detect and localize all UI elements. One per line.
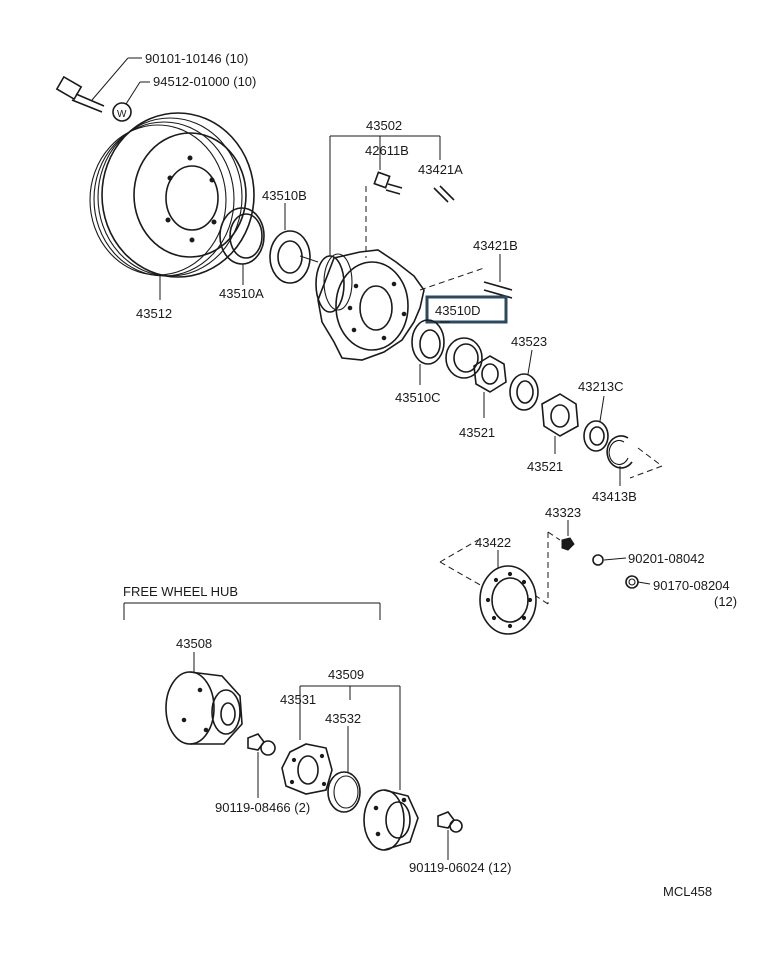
bearing-43510c — [411, 319, 450, 385]
bolt-42611b — [365, 171, 403, 258]
washer-43213c — [583, 395, 609, 452]
highlight-box-43510d — [425, 295, 508, 324]
label-90119-06024: 90119-06024 (12) — [409, 860, 511, 875]
label-43421b: 43421B — [473, 238, 518, 253]
nut-43521-inner — [473, 355, 507, 418]
label-90170-qty: (12) — [714, 594, 737, 609]
label-43510b: 43510B — [262, 188, 307, 203]
axle-hub-body — [315, 249, 425, 361]
label-43510a: 43510A — [219, 286, 264, 301]
label-43509: 43509 — [328, 667, 364, 682]
label-90170-08204: 90170-08204 — [653, 578, 730, 593]
leader-43510b-hub — [299, 255, 319, 263]
label-90201-08042: 90201-08042 — [628, 551, 705, 566]
stud-43421b — [419, 254, 513, 299]
label-43510c: 43510C — [395, 390, 441, 405]
set-43509-bracket — [299, 685, 401, 790]
bolt-90101 — [55, 57, 142, 113]
nut-90201 — [592, 554, 627, 566]
pin-43421a — [433, 185, 455, 203]
label-43512: 43512 — [136, 306, 172, 321]
thrust-washer-43510d — [445, 337, 483, 379]
snap-ring-43413b — [606, 435, 663, 486]
ring-43532 — [327, 726, 361, 813]
label-free-wheel-hub: FREE WHEEL HUB — [123, 584, 238, 599]
label-43421a: 43421A — [418, 162, 463, 177]
nut-43521-outer — [541, 393, 579, 454]
brake-disc-43512 — [89, 112, 255, 300]
label-43523: 43523 — [511, 334, 547, 349]
bearing-43510b — [269, 203, 311, 284]
label-43531: 43531 — [280, 692, 316, 707]
gasket-43422 — [439, 539, 537, 635]
label-43521-inner: 43521 — [459, 425, 495, 440]
plate-43531 — [281, 743, 333, 795]
label-90119-08466: 90119-08466 (2) — [215, 800, 310, 815]
bolt-90119-06024 — [437, 811, 463, 860]
label-43508: 43508 — [176, 636, 212, 651]
label-42611b: 42611B — [365, 143, 409, 158]
label-43510d: 43510D — [435, 303, 481, 318]
label-43521-outer: 43521 — [527, 459, 563, 474]
lock-washer-43523 — [509, 349, 539, 411]
freewheel-body-43508 — [165, 652, 243, 745]
label-43502: 43502 — [366, 118, 402, 133]
catalog-code: MCL458 — [663, 884, 712, 899]
nut-90170 — [625, 575, 651, 589]
hub-43502-bracket — [329, 135, 441, 256]
label-43213c: 43213C — [578, 379, 624, 394]
label-43413b: 43413B — [592, 489, 637, 504]
label-43323: 43323 — [545, 505, 581, 520]
label-94512-01000: 94512-01000 (10) — [153, 74, 256, 89]
freewheel-cover — [363, 789, 419, 851]
label-43532: 43532 — [325, 711, 361, 726]
race-43510a — [219, 207, 265, 285]
label-43422: 43422 — [475, 535, 511, 550]
plug-43323 — [535, 520, 575, 605]
label-90101-10146: 90101-10146 (10) — [145, 51, 248, 66]
washer-mark-w: W — [117, 109, 127, 120]
bolt-90119-08466 — [247, 733, 276, 798]
free-wheel-bracket — [123, 602, 381, 620]
washer-94512: W — [112, 81, 150, 122]
